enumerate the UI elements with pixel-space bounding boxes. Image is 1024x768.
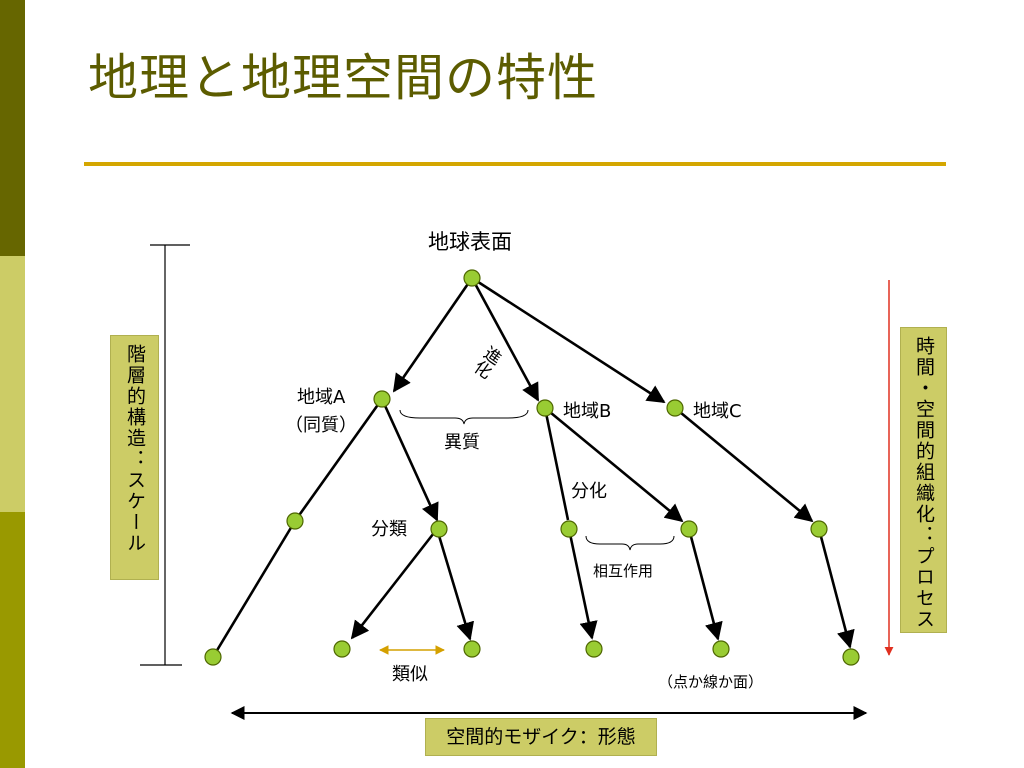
node-leaf-2 — [333, 640, 351, 658]
edge-a2-leaf1 — [350, 528, 439, 640]
node-root — [463, 269, 481, 287]
node-leaf-5 — [712, 640, 730, 658]
label-similarity: 類似 — [392, 664, 428, 685]
tree-nodes — [204, 269, 860, 666]
interaction-brace — [585, 535, 675, 551]
decor-band-dark — [0, 0, 25, 256]
node-a2 — [430, 520, 448, 538]
node-leaf-3 — [463, 640, 481, 658]
heterogeneity-brace — [399, 409, 529, 425]
process-box: 時間・空間的組織化：プロセス — [900, 327, 947, 633]
edge-a-a2 — [380, 398, 439, 522]
edge-root-c — [471, 276, 666, 404]
node-region-a — [373, 390, 391, 408]
label-classification: 分類 — [371, 519, 407, 540]
label-root: 地球表面 — [428, 230, 512, 254]
node-region-b — [536, 399, 554, 417]
node-region-c — [666, 399, 684, 417]
label-region-a: 地域A — [297, 387, 346, 408]
edge-a2-leaf2 — [435, 528, 475, 641]
label-spatial-form: （点か線か面） — [658, 673, 764, 691]
title-underline — [84, 162, 946, 166]
form-box: 空間的モザイク：形態 — [425, 718, 657, 756]
decor-band-mid — [0, 512, 25, 768]
edge-c1-leaf — [817, 528, 855, 649]
label-heterogeneity: 異質 — [444, 432, 480, 453]
node-c1 — [810, 520, 828, 538]
process-label: 時間・空間的組織化：プロセス — [913, 336, 935, 630]
node-leaf-1 — [204, 648, 222, 666]
slide-title: 地理と地理空間の特性 — [88, 49, 598, 107]
edge-b1-leaf — [567, 528, 598, 640]
edge-b-b2 — [544, 406, 684, 523]
edge-b-b1 — [543, 407, 570, 521]
label-region-a-note: （同質） — [285, 415, 357, 436]
decor-band-light — [0, 256, 25, 512]
edge-b2-leaf — [687, 528, 723, 641]
form-label: 空間的モザイク：形態 — [446, 726, 636, 748]
edge-a1-leaf — [211, 520, 297, 658]
node-leaf-6 — [842, 648, 860, 666]
node-b1 — [560, 520, 578, 538]
label-region-b: 地域B — [563, 401, 612, 422]
scale-box: 階層的構造：スケール — [110, 335, 159, 580]
node-a1 — [286, 512, 304, 530]
edge-root-a — [392, 277, 474, 393]
label-interaction: 相互作用 — [593, 562, 654, 580]
node-leaf-4 — [585, 640, 603, 658]
edge-c-c1 — [674, 406, 814, 523]
edge-a-a1 — [293, 398, 384, 522]
label-region-c: 地域C — [693, 401, 742, 422]
scale-bracket — [140, 244, 190, 666]
scale-label: 階層的構造：スケール — [124, 344, 146, 554]
node-b2 — [680, 520, 698, 538]
edge-root-b — [470, 277, 540, 402]
label-differentiation: 分化 — [571, 481, 607, 502]
